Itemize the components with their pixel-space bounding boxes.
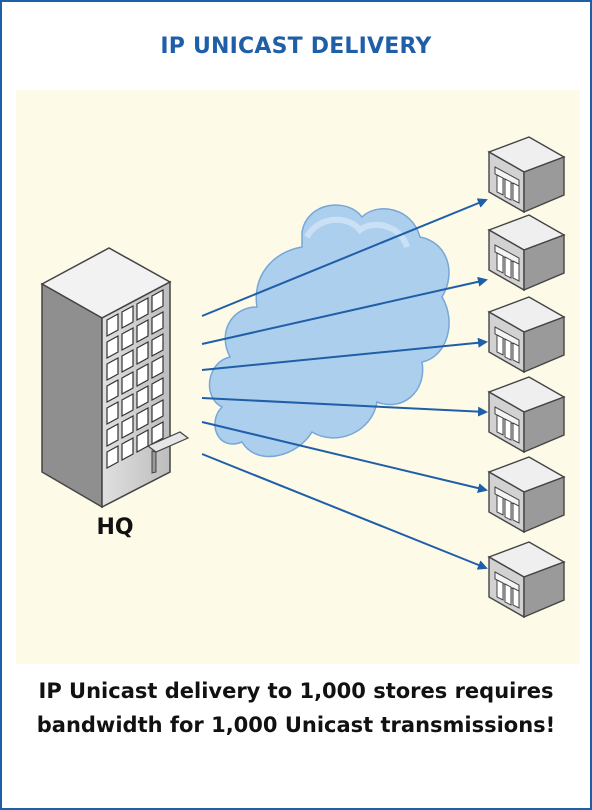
- store-icon: [487, 456, 566, 534]
- unicast-arrow: [201, 397, 488, 417]
- unicast-arrow: [201, 337, 488, 371]
- hq-building-icon: [40, 247, 190, 509]
- unicast-arrow: [201, 453, 488, 570]
- network-cloud: [208, 204, 450, 458]
- store-icon: [487, 136, 566, 214]
- diagram-caption: IP Unicast delivery to 1,000 stores requ…: [2, 674, 590, 742]
- store-icon: [487, 296, 566, 374]
- hq-label: HQ: [96, 515, 134, 540]
- store-icon: [487, 214, 566, 292]
- unicast-arrow: [201, 421, 488, 493]
- store-icon: [487, 376, 566, 454]
- caption-line-2: bandwidth for 1,000 Unicast transmission…: [36, 713, 556, 737]
- store-icon: [487, 541, 566, 619]
- store-group: [487, 136, 566, 619]
- unicast-arrow: [201, 276, 488, 345]
- diagram-title: IP UNICAST DELIVERY: [160, 33, 432, 59]
- caption-line-1: IP Unicast delivery to 1,000 stores requ…: [38, 679, 554, 703]
- unicast-arrow: [201, 198, 488, 317]
- unicast-arrows: [201, 198, 488, 570]
